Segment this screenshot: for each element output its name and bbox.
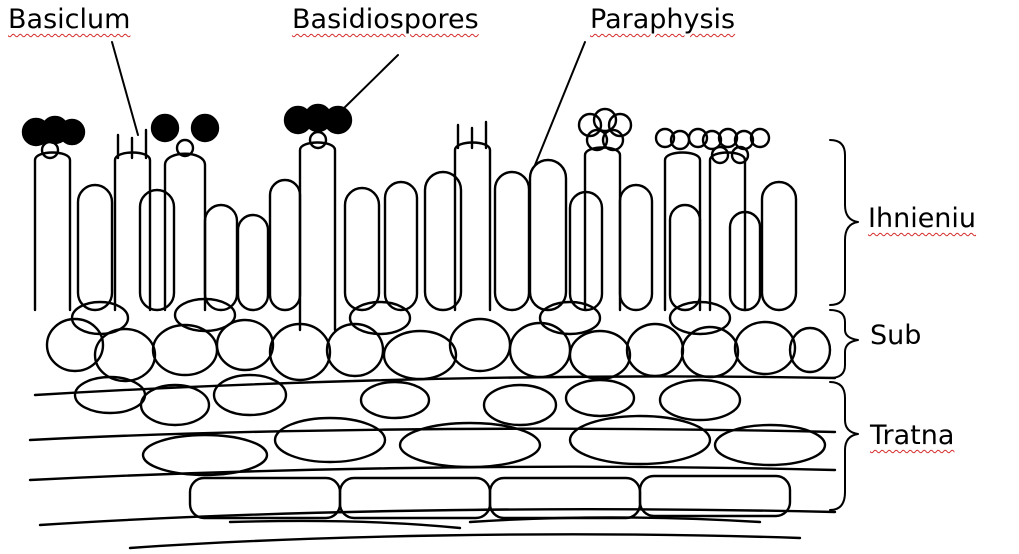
sub-cell bbox=[327, 324, 383, 376]
paraphysis-cell bbox=[620, 185, 652, 310]
basidiospores-label: Basidiospores bbox=[292, 6, 479, 33]
ihnieniu-brace bbox=[830, 140, 858, 305]
paraphysis-label: Paraphysis bbox=[590, 6, 735, 33]
sub-cell bbox=[735, 322, 795, 374]
sub-cell bbox=[540, 302, 600, 334]
sub-cell bbox=[141, 385, 209, 425]
paraphysis-leader-line bbox=[535, 42, 585, 165]
paraphysis-cell bbox=[205, 205, 237, 310]
sub-cell bbox=[153, 325, 217, 375]
sub-cell bbox=[75, 377, 145, 413]
trama-cell bbox=[570, 416, 710, 464]
paraphysis-cell bbox=[140, 190, 174, 310]
sub-label: Sub bbox=[870, 322, 921, 349]
basidiospore bbox=[192, 115, 218, 141]
trama-line bbox=[30, 429, 835, 440]
sub-cell bbox=[450, 319, 510, 371]
basidium bbox=[35, 153, 70, 311]
sub-cell bbox=[510, 323, 570, 377]
sub-cell bbox=[627, 324, 683, 376]
basidiospore bbox=[310, 132, 326, 148]
sub-cell bbox=[361, 382, 429, 418]
sub-cell bbox=[270, 324, 330, 380]
sub-cell bbox=[72, 302, 128, 334]
basiclum-label: Basiclum bbox=[8, 6, 130, 33]
dark-spores bbox=[23, 105, 351, 145]
layer-braces bbox=[830, 140, 858, 510]
leader-lines bbox=[112, 42, 585, 165]
basidiospore bbox=[152, 115, 178, 141]
basidiospore bbox=[325, 107, 351, 133]
basidium bbox=[710, 153, 745, 311]
basidiospore bbox=[594, 109, 616, 131]
paraphysis-cell bbox=[670, 205, 700, 310]
trama-cell bbox=[143, 435, 267, 475]
sub-cell bbox=[214, 375, 286, 415]
paraphysis-cell bbox=[270, 180, 300, 310]
paraphysis-cell bbox=[495, 172, 529, 310]
ihnieniu-label: Ihnieniu bbox=[868, 205, 976, 232]
paraphysis-cell bbox=[238, 215, 268, 310]
tratna-label: Tratna bbox=[870, 422, 954, 449]
sub-cell bbox=[570, 331, 630, 379]
trama-layer bbox=[30, 376, 835, 548]
paraphysis-cell bbox=[78, 185, 112, 310]
trama-cell bbox=[490, 478, 640, 518]
basidiospores-leader-line bbox=[340, 55, 398, 112]
basidium bbox=[165, 154, 205, 310]
basiclum-leader-line bbox=[112, 42, 138, 135]
trama-line bbox=[230, 521, 460, 528]
paraphysis-cell bbox=[345, 188, 379, 310]
sub-cell bbox=[566, 380, 634, 416]
trama-cell bbox=[275, 418, 385, 462]
sub-cell bbox=[95, 329, 155, 381]
sub-cell bbox=[660, 380, 740, 420]
sub-brace bbox=[830, 310, 858, 378]
basidiospore bbox=[60, 120, 84, 144]
trama-line bbox=[130, 534, 800, 548]
basidium bbox=[115, 153, 150, 311]
basidium bbox=[300, 143, 335, 331]
paraphysis-cell bbox=[530, 160, 566, 310]
sub-cell bbox=[484, 385, 556, 425]
sub-cell bbox=[350, 302, 410, 334]
tratna-brace bbox=[830, 382, 858, 510]
paraphyses-layer bbox=[78, 160, 796, 310]
basidiospore bbox=[42, 142, 58, 158]
white-spores bbox=[42, 109, 769, 163]
sub-cell bbox=[682, 327, 738, 377]
trama-line bbox=[35, 376, 835, 395]
subhymenium-layer bbox=[47, 299, 830, 425]
paraphysis-cell bbox=[385, 182, 417, 310]
paraphysis-cell bbox=[762, 182, 796, 310]
sub-cell bbox=[384, 331, 456, 379]
